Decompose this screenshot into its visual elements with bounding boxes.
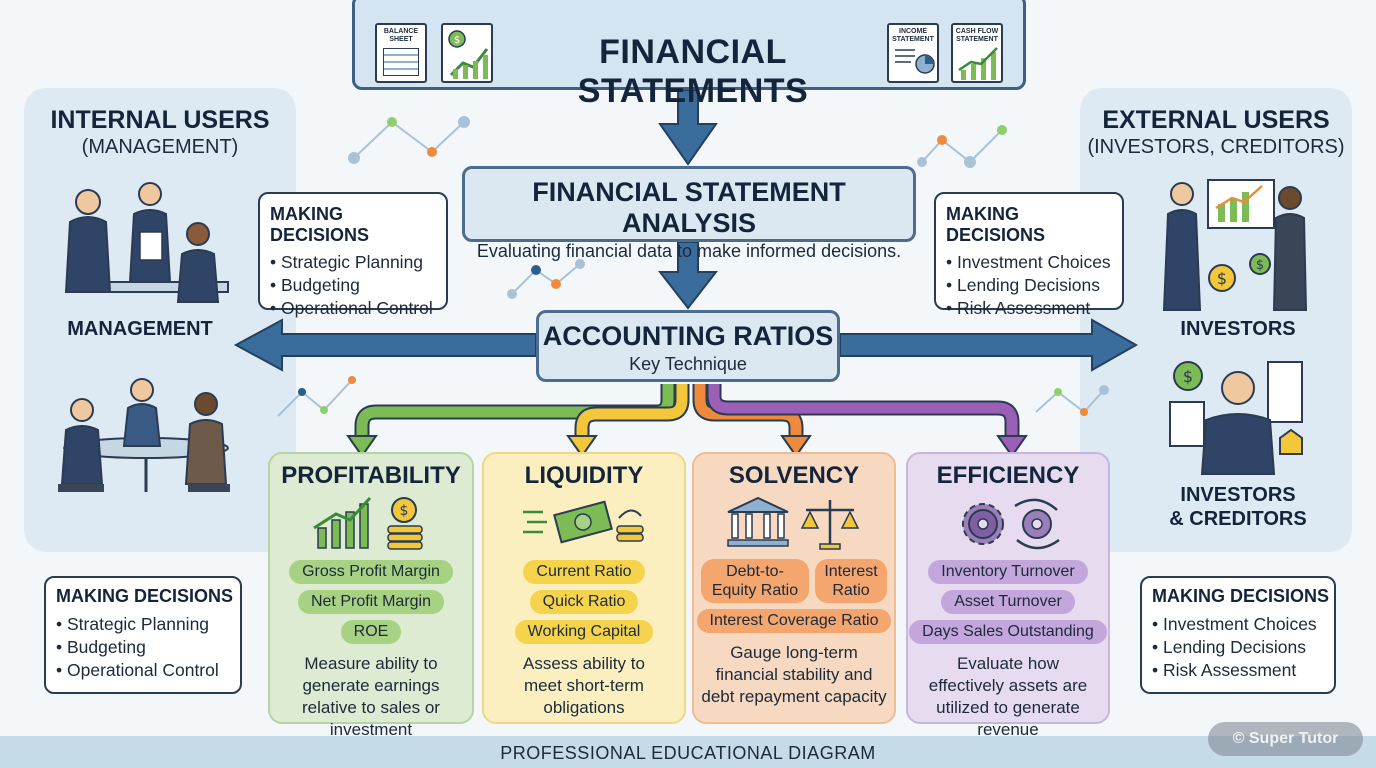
decision-item: Lending Decisions — [946, 274, 1122, 297]
investors-illustration: $ $ — [1162, 179, 1308, 311]
analysis-heading: FINANCIAL STATEMENT ANALYSIS — [532, 177, 846, 238]
financial-statements-banner: BALANCE SHEET $ FINANCIAL STATEMENTS INC… — [352, 0, 1026, 110]
svg-text:$: $ — [1217, 269, 1227, 288]
svg-text:$: $ — [1183, 367, 1193, 386]
solvency-title: SOLVENCY — [728, 462, 860, 489]
cash-flow-statement-icon: CASH FLOW STATEMENT — [951, 23, 1003, 83]
efficiency-card: EFFICIENCY Inventory Turnover Asset Turn… — [906, 452, 1110, 739]
ratio-pill: Quick Ratio — [529, 590, 639, 614]
svg-text:$: $ — [1256, 258, 1264, 273]
ratio-pill: Interest Ratio — [815, 559, 887, 603]
decisions-title: MAKING DECISIONS — [1152, 586, 1330, 606]
balance-sheet-label: BALANCE SHEET — [383, 28, 419, 43]
decision-item: Lending Decisions — [1152, 636, 1334, 659]
ratio-pill: ROE — [340, 620, 402, 644]
arrow-down-2 — [657, 241, 719, 310]
ratio-pill: Interest Coverage Ratio — [696, 609, 892, 633]
internal-users-heading: INTERNAL USERS — [50, 106, 270, 134]
decision-item: Operational Control — [270, 297, 446, 320]
income-statement-label: INCOME STATEMENT — [892, 28, 934, 43]
profitability-title: PROFITABILITY — [281, 462, 461, 489]
arrow-left — [233, 318, 537, 372]
income-statement-icon: INCOME STATEMENT — [887, 23, 939, 83]
profit-growth-icon: $ — [313, 496, 423, 550]
decision-item: Budgeting — [270, 274, 446, 297]
svg-text:$: $ — [454, 35, 460, 46]
ratios-subtitle: Key Technique — [629, 354, 747, 374]
decision-item: Risk Assessment — [1152, 659, 1334, 682]
growth-chart-icon: $ — [441, 23, 493, 83]
arrow-down-1 — [658, 89, 718, 166]
ratios-box: ACCOUNTING RATIOS Key Technique — [536, 310, 840, 382]
liquidity-description: Assess ability to meet short-term obliga… — [523, 654, 645, 717]
efficiency-description: Evaluate how effectively assets are util… — [928, 654, 1088, 739]
ratio-pill: Days Sales Outstanding — [909, 620, 1107, 644]
watermark: © Super Tutor — [1208, 722, 1363, 756]
management-caption: MANAGEMENT — [67, 318, 213, 340]
investors-caption: INVESTORS — [1180, 318, 1296, 340]
external-decisions-box-bottom: MAKING DECISIONS Investment Choices Lend… — [1140, 576, 1336, 694]
balance-sheet-icon: BALANCE SHEET — [375, 23, 427, 83]
ratio-pill: Current Ratio — [523, 560, 645, 584]
bank-scales-icon — [727, 496, 860, 550]
liquidity-title: LIQUIDITY — [524, 462, 644, 489]
cash-flow-statement-label: CASH FLOW STATEMENT — [955, 28, 999, 43]
internal-decisions-box-top: MAKING DECISIONS Strategic Planning Budg… — [258, 192, 448, 318]
decision-item: Investment Choices — [1152, 613, 1334, 636]
gears-icon — [962, 498, 1060, 550]
analysis-subtitle: Evaluating financial data to make inform… — [476, 241, 902, 261]
ratio-pill: Inventory Turnover — [928, 560, 1088, 584]
ratio-pill: Gross Profit Margin — [289, 560, 453, 584]
decision-item: Strategic Planning — [270, 251, 446, 274]
decor-graph-1 — [277, 116, 1109, 417]
page-title: FINANCIAL STATEMENTS — [577, 33, 809, 110]
decision-item: Budgeting — [56, 636, 240, 659]
external-users-subheading: (INVESTORS, CREDITORS) — [1087, 136, 1345, 158]
internal-decisions-box-bottom: MAKING DECISIONS Strategic Planning Budg… — [44, 576, 242, 694]
cash-flow-icon — [523, 500, 644, 544]
management-team-illustration — [64, 182, 229, 303]
ratio-pill: Asset Turnover — [941, 590, 1075, 614]
internal-users-subheading: (MANAGEMENT) — [81, 136, 239, 158]
svg-text:$: $ — [400, 503, 409, 519]
decisions-title: MAKING DECISIONS — [946, 204, 1046, 245]
footer-caption: PROFESSIONAL EDUCATIONAL DIAGRAM — [0, 736, 1376, 768]
efficiency-title: EFFICIENCY — [936, 462, 1080, 489]
arrow-right — [839, 318, 1139, 372]
meeting-illustration — [58, 378, 230, 492]
decisions-title: MAKING DECISIONS — [56, 586, 234, 606]
external-decisions-box-top: MAKING DECISIONS Investment Choices Lend… — [934, 192, 1124, 318]
ratios-heading: ACCOUNTING RATIOS — [542, 321, 834, 351]
decision-item: Strategic Planning — [56, 613, 240, 636]
solvency-description: Gauge long-term financial stability and … — [701, 643, 887, 706]
analysis-box: FINANCIAL STATEMENT ANALYSIS Evaluating … — [462, 166, 916, 261]
profitability-card: PROFITABILITY $ Gross Profit Margin Net … — [268, 452, 474, 739]
decisions-title: MAKING DECISIONS — [270, 204, 370, 245]
creditors-caption-line1: INVESTORS — [1180, 484, 1296, 506]
decision-item: Investment Choices — [946, 251, 1122, 274]
ratio-pill: Debt-to-Equity Ratio — [701, 559, 809, 603]
liquidity-card: LIQUIDITY Current Ratio Quick Ratio Work… — [482, 452, 686, 724]
ratio-pill: Working Capital — [514, 620, 654, 644]
creditor-illustration: $ — [1169, 361, 1303, 475]
solvency-card: SOLVENCY Debt-to-Equity Ratio Interest R… — [692, 452, 896, 724]
creditors-caption-line2: & CREDITORS — [1169, 508, 1307, 530]
decision-item: Operational Control — [56, 659, 240, 682]
decision-item: Risk Assessment — [946, 297, 1122, 320]
external-users-heading: EXTERNAL USERS — [1102, 106, 1330, 134]
ratio-pill: Net Profit Margin — [297, 590, 445, 614]
profitability-description: Measure ability to generate earnings rel… — [302, 654, 440, 739]
